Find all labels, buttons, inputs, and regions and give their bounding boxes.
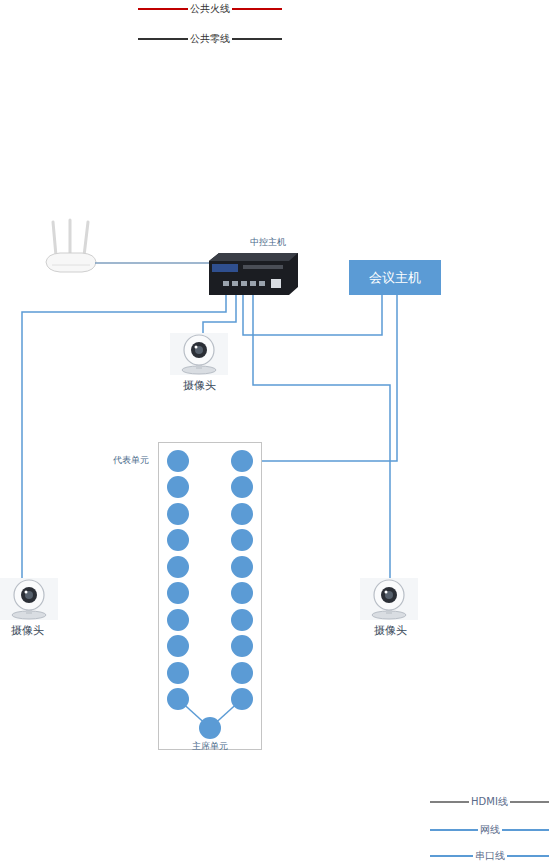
camera-highlight xyxy=(25,591,28,594)
camera-lens-inner xyxy=(195,346,203,354)
delegate-unit xyxy=(231,556,253,578)
delegate-unit xyxy=(231,662,253,684)
legend-label: HDMI线 xyxy=(469,796,510,807)
legend-entry: 串口线 xyxy=(430,848,549,864)
camera-highlight xyxy=(385,591,388,594)
node-label: 中控主机 xyxy=(230,237,305,248)
legend-label: 公共火线 xyxy=(188,3,232,14)
router-edge xyxy=(52,265,90,266)
node-label: 主席单元 xyxy=(180,741,240,752)
router-antenna xyxy=(84,222,88,256)
device-top xyxy=(209,253,298,261)
delegate-unit xyxy=(167,662,189,684)
camera-bg xyxy=(360,578,418,620)
legend-label: 串口线 xyxy=(473,850,507,861)
chair-unit-shape xyxy=(199,717,221,739)
delegate-unit xyxy=(167,529,189,551)
network-cable xyxy=(262,295,397,461)
camera-icon xyxy=(170,333,228,375)
delegate-unit xyxy=(167,503,189,525)
network-cable xyxy=(203,295,236,333)
device-switch xyxy=(271,279,281,288)
device-port xyxy=(232,281,238,286)
unit-panel: 主席单元代表单元 xyxy=(158,442,262,750)
control-host: 中控主机 xyxy=(205,253,300,295)
delegate-unit xyxy=(231,450,253,472)
conference-host: 会议主机 xyxy=(349,260,441,295)
delegate-unit xyxy=(231,503,253,525)
chair-unit-circle xyxy=(199,717,221,739)
legend-label-row: 网线 xyxy=(430,823,549,837)
camera-lens xyxy=(381,587,397,603)
camera-lens xyxy=(21,587,37,603)
legend-label: 网线 xyxy=(478,824,502,835)
camera-head xyxy=(14,580,44,610)
legend-label-row: HDMI线 xyxy=(430,795,549,809)
network-cable xyxy=(22,295,226,578)
camera-lens xyxy=(191,342,207,358)
device-body xyxy=(209,253,298,295)
camera-lens-inner xyxy=(25,591,33,599)
node-label: 摄像头 xyxy=(164,379,234,392)
network-cable xyxy=(253,295,390,578)
camera-head xyxy=(184,335,214,365)
delegate-unit xyxy=(231,688,253,710)
box-label: 会议主机 xyxy=(369,270,421,286)
router-body xyxy=(46,253,96,272)
delegate-units xyxy=(167,450,253,710)
delegate-unit xyxy=(167,609,189,631)
legend-label-row: 公共零线 xyxy=(138,32,282,46)
device-port xyxy=(259,281,265,286)
camera: 摄像头 xyxy=(170,333,228,375)
camera-bg xyxy=(170,333,228,375)
legend-entry: 公共零线 xyxy=(138,31,282,47)
camera-icon xyxy=(0,578,58,620)
legend-entry: HDMI线 xyxy=(430,794,549,810)
device-panel xyxy=(243,265,283,269)
camera: 摄像头 xyxy=(0,578,58,620)
legend-entry: 网线 xyxy=(430,822,549,838)
device-display xyxy=(212,264,238,272)
delegate-unit xyxy=(231,582,253,604)
router-illustration xyxy=(46,220,96,272)
delegate-unit xyxy=(167,476,189,498)
delegate-unit xyxy=(231,529,253,551)
camera-lens-inner xyxy=(385,591,393,599)
network-cable xyxy=(243,295,382,335)
device-port xyxy=(250,281,256,286)
device-port xyxy=(223,281,229,286)
camera: 摄像头 xyxy=(360,578,418,620)
delegate-unit xyxy=(167,688,189,710)
delegate-unit xyxy=(231,635,253,657)
delegate-unit xyxy=(167,450,189,472)
legend-label-row: 串口线 xyxy=(430,849,549,863)
camera-head xyxy=(374,580,404,610)
legend-label: 公共零线 xyxy=(188,33,232,44)
router-antenna xyxy=(69,220,72,256)
delegate-unit xyxy=(167,635,189,657)
camera-icon xyxy=(360,578,418,620)
control-host-illustration xyxy=(205,253,300,295)
delegate-unit xyxy=(231,476,253,498)
delegate-unit xyxy=(167,582,189,604)
delegate-unit xyxy=(231,609,253,631)
device-port xyxy=(241,281,247,286)
router-antenna xyxy=(53,222,56,256)
delegate-unit xyxy=(167,556,189,578)
legend-label-row: 公共火线 xyxy=(138,2,282,16)
node-label: 代表单元 xyxy=(103,455,149,466)
chair-unit: 主席单元 xyxy=(199,717,221,739)
node-label: 摄像头 xyxy=(355,624,425,637)
node-label: 摄像头 xyxy=(0,624,62,637)
legend-entry: 公共火线 xyxy=(138,1,282,17)
camera-highlight xyxy=(195,346,198,349)
camera-bg xyxy=(0,578,58,620)
